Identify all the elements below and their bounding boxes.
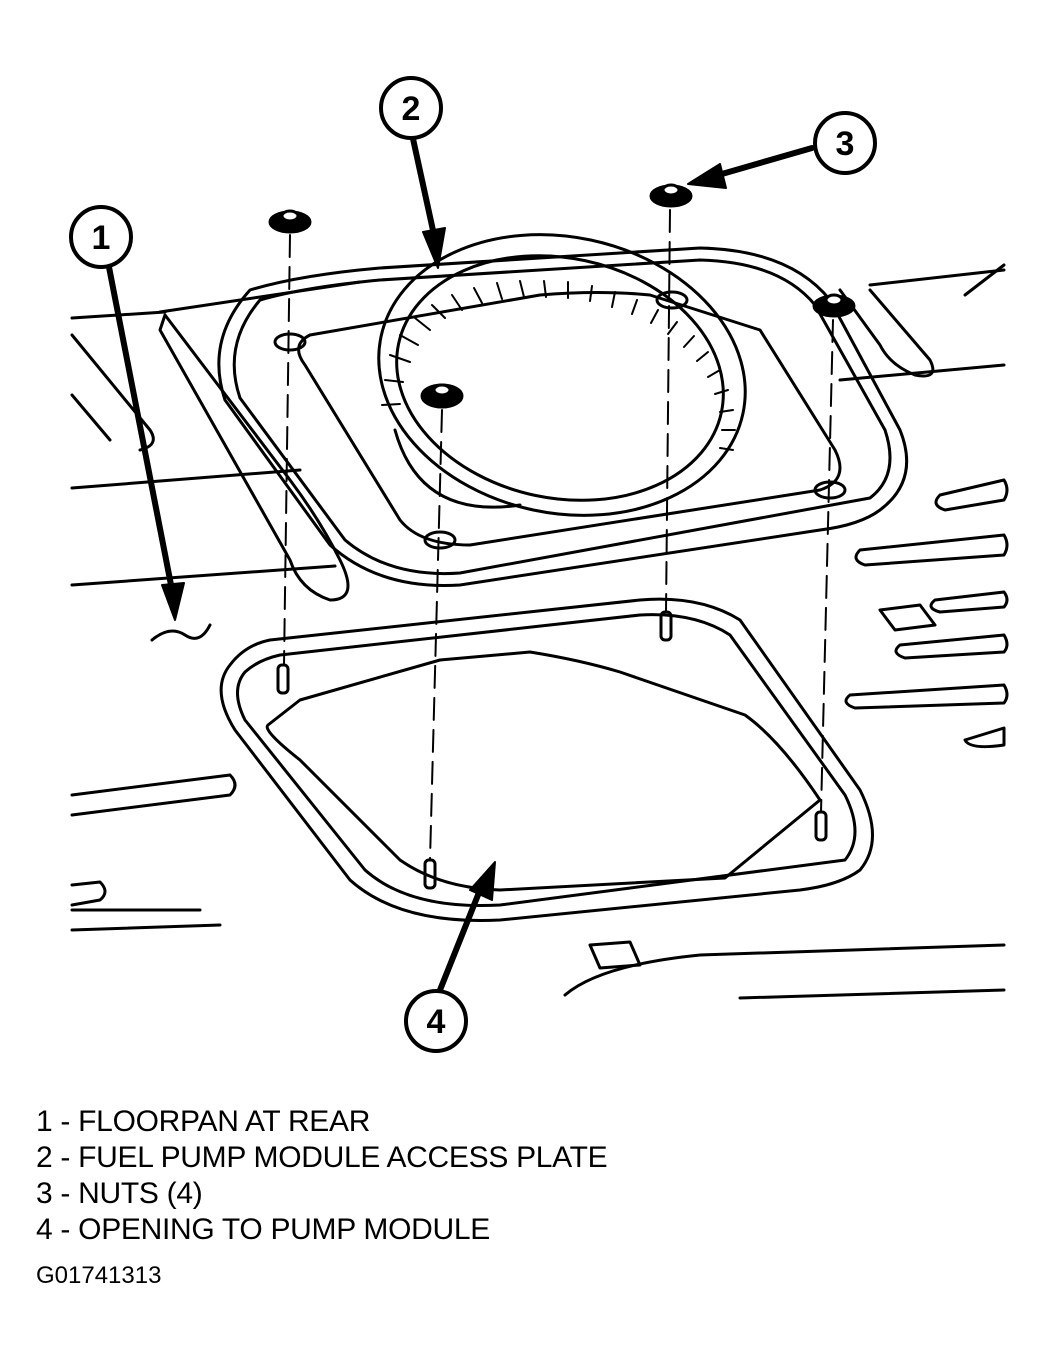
nut-icon (649, 183, 693, 208)
legend-item-3: 3 - NUTS (4) (36, 1177, 203, 1210)
alignment-lines (283, 209, 834, 861)
legend: 1 - FLOORPAN AT REAR 2 - FUEL PUMP MODUL… (36, 1104, 608, 1248)
floorpan (70, 263, 1009, 1000)
nut-icon (420, 383, 464, 409)
callout-1: 1 (69, 205, 133, 269)
floorpan-marker (150, 623, 212, 642)
svg-text:1: 1 (92, 219, 111, 257)
legend-item-1: 1 - FLOORPAN AT REAR (36, 1105, 371, 1138)
nuts (268, 183, 856, 409)
callout-arrows (105, 122, 815, 993)
nut-icon (268, 209, 312, 234)
callout-4: 4 (404, 989, 468, 1053)
callout-2: 2 (379, 76, 443, 140)
access-plate (217, 233, 909, 587)
legend-item-2: 2 - FUEL PUMP MODULE ACCESS PLATE (36, 1141, 608, 1174)
nut-icon (812, 293, 856, 318)
figure-id: G01741313 (36, 1262, 162, 1289)
svg-text:4: 4 (427, 1003, 446, 1041)
svg-text:3: 3 (836, 125, 855, 163)
svg-text:2: 2 (402, 90, 421, 128)
exploded-diagram: 1 2 3 4 (69, 76, 1009, 1053)
legend-item-4: 4 - OPENING TO PUMP MODULE (36, 1213, 490, 1246)
plate-ring-ticks (381, 280, 736, 451)
callout-3: 3 (813, 111, 877, 175)
pump-module-opening (219, 597, 874, 922)
